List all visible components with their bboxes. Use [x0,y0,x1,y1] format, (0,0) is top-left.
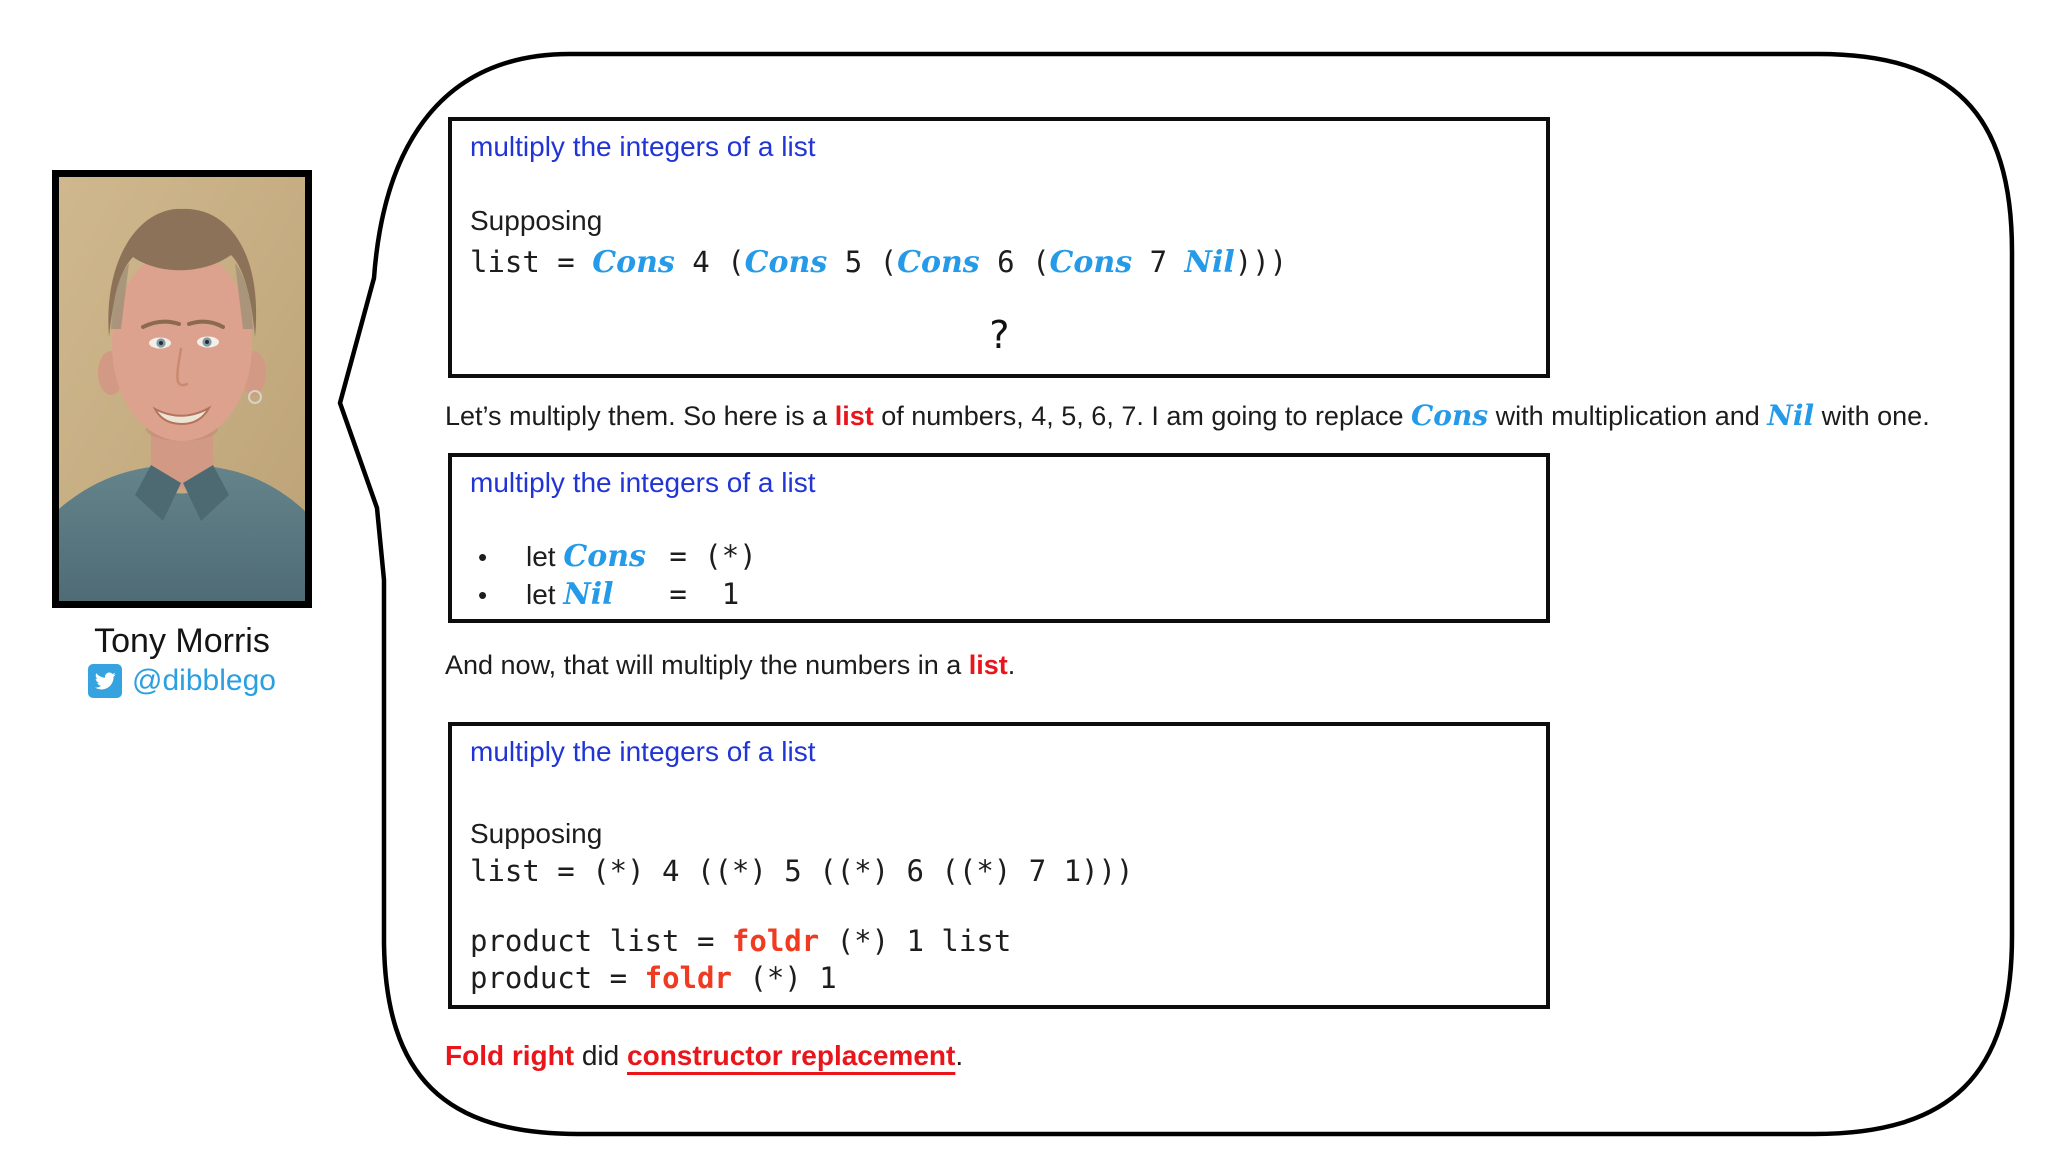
narration-text: of numbers, 4, 5, 6, 7. I am going to re… [873,401,1412,431]
caption-text: did [574,1040,628,1071]
code-box-foldr: multiply the integers of a list Supposin… [448,722,1550,1009]
constructor-replacement-link-text: constructor replacement [627,1040,956,1071]
question-mark: ? [987,313,1011,357]
narration-text: with multiplication and [1488,401,1768,431]
caption-line: Fold right did constructor replacement. [445,1040,963,1072]
code-text: 7 [1132,245,1185,279]
bullet-let-nil: • let Nil = 1 [478,577,739,612]
box3-code-line-1: list = (*) 4 ((*) 5 ((*) 6 ((*) 7 1))) [470,854,1134,888]
list-highlight: list [968,650,1008,680]
box1-supposing-label: Supposing [470,205,603,236]
narration-text: . [1007,650,1016,680]
nil-constructor: Nil [1184,245,1235,280]
code-text: (*) 1 [731,961,837,995]
cons-constructor: Cons [1411,399,1489,432]
profile-handle-row: @dibblego [40,664,324,698]
caption-text: . [955,1040,964,1071]
narration-text: with one. [1814,401,1930,431]
box1-title: multiply the integers of a list [470,131,816,162]
code-text: = 1 [669,577,740,611]
let-keyword: let [526,541,564,572]
code-text: = (*) [669,539,757,573]
code-text: 5 ( [827,245,898,279]
foldr-keyword: foldr [644,961,732,995]
narration-line-1: Let’s multiply them. So here is a list o… [445,399,1930,432]
box1-code-line: list = Cons 4 (Cons 5 (Cons 6 (Cons 7 Ni… [470,245,1287,280]
code-text: product list = [470,924,732,958]
cons-constructor: Cons [563,539,646,574]
list-highlight: list [834,401,874,431]
narration-line-2: And now, that will multiply the numbers … [445,650,1015,681]
code-text: ))) [1234,245,1288,279]
code-text: 4 ( [674,245,745,279]
code-text: product = [470,961,645,995]
profile-photo [52,170,312,608]
box3-title: multiply the integers of a list [470,736,816,767]
foldr-keyword: foldr [731,924,820,958]
twitter-handle: @dibblego [132,664,276,697]
cons-constructor: Cons [897,245,980,280]
bullet-icon: • [478,580,488,610]
code-text: list = [470,245,593,279]
code-text: (*) 1 list [819,924,1012,958]
fold-right-highlight: Fold right [445,1040,575,1071]
bullet-let-cons: • let Cons = (*) [478,539,757,574]
box3-supposing-label: Supposing [470,818,603,849]
cons-constructor: Cons [744,245,828,280]
narration-text: And now, that will multiply the numbers … [445,650,969,680]
cons-constructor: Cons [1049,245,1133,280]
box3-code-line-3: product = foldr (*) 1 [470,961,837,995]
profile-photo-illustration [59,177,305,601]
box2-title: multiply the integers of a list [470,467,816,498]
code-text: 6 ( [979,245,1050,279]
cons-constructor: Cons [592,245,675,280]
bullet-icon: • [478,542,488,572]
box3-code-line-2: product list = foldr (*) 1 list [470,924,1011,958]
nil-constructor: Nil [1767,399,1815,432]
code-box-let-definitions: multiply the integers of a list • let Con… [448,453,1550,623]
let-keyword: let [526,579,564,610]
code-box-supposing-cons: multiply the integers of a list Supposin… [448,117,1550,378]
nil-constructor: Nil [563,577,614,612]
profile-name: Tony Morris [94,622,270,660]
twitter-icon [88,664,123,698]
narration-text: Let’s multiply them. So here is a [445,401,835,431]
